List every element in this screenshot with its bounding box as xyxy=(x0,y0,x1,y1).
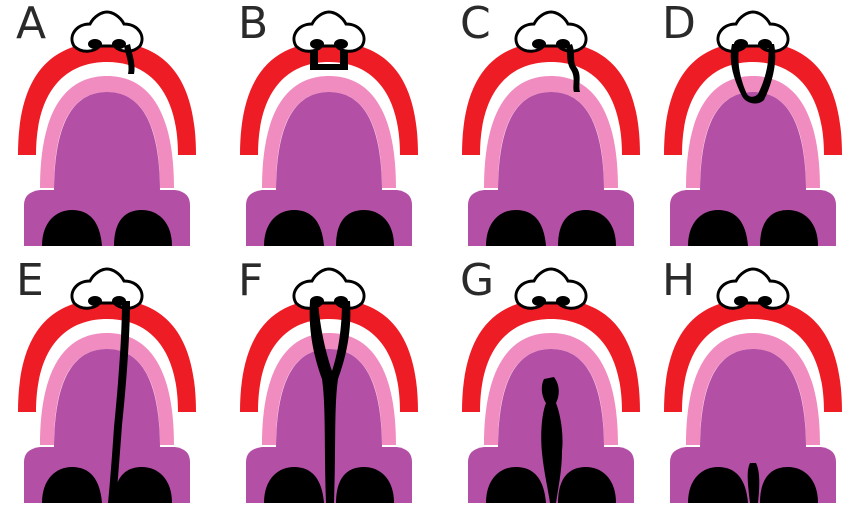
nostril-right xyxy=(334,39,348,49)
panel-label: A xyxy=(16,2,46,46)
panel-b: B xyxy=(222,0,437,257)
panel-d: D xyxy=(646,0,861,257)
nostril-right xyxy=(556,296,570,306)
panel-label: E xyxy=(16,259,44,303)
panel-label: D xyxy=(662,2,696,46)
nostril-left xyxy=(532,296,546,306)
nose-outline xyxy=(718,12,788,51)
nostril-right xyxy=(758,296,772,306)
nose-outline xyxy=(72,269,142,308)
nostril-right xyxy=(112,39,126,49)
panel-label: B xyxy=(238,2,268,46)
panel-label: C xyxy=(460,2,491,46)
nose-outline xyxy=(516,269,586,308)
cleft-soft-palate xyxy=(748,463,760,503)
nose-outline xyxy=(72,12,142,51)
panel-e: E xyxy=(0,257,215,514)
panel-label: G xyxy=(460,259,494,303)
panel-c: C xyxy=(444,0,659,257)
panel-f: F xyxy=(222,257,437,514)
nostril-left xyxy=(734,296,748,306)
nostril-left xyxy=(310,39,324,49)
nose-outline xyxy=(516,12,586,51)
nose-outline xyxy=(294,269,364,308)
panel-h: H xyxy=(646,257,861,514)
nostril-left xyxy=(532,39,546,49)
panel-g: G xyxy=(444,257,659,514)
panel-label: H xyxy=(662,259,695,303)
nostril-left xyxy=(88,39,102,49)
panel-label: F xyxy=(238,259,263,303)
nose-outline xyxy=(718,269,788,308)
nostril-left xyxy=(88,296,102,306)
nose-outline xyxy=(294,12,364,51)
panel-a: A xyxy=(0,0,215,257)
